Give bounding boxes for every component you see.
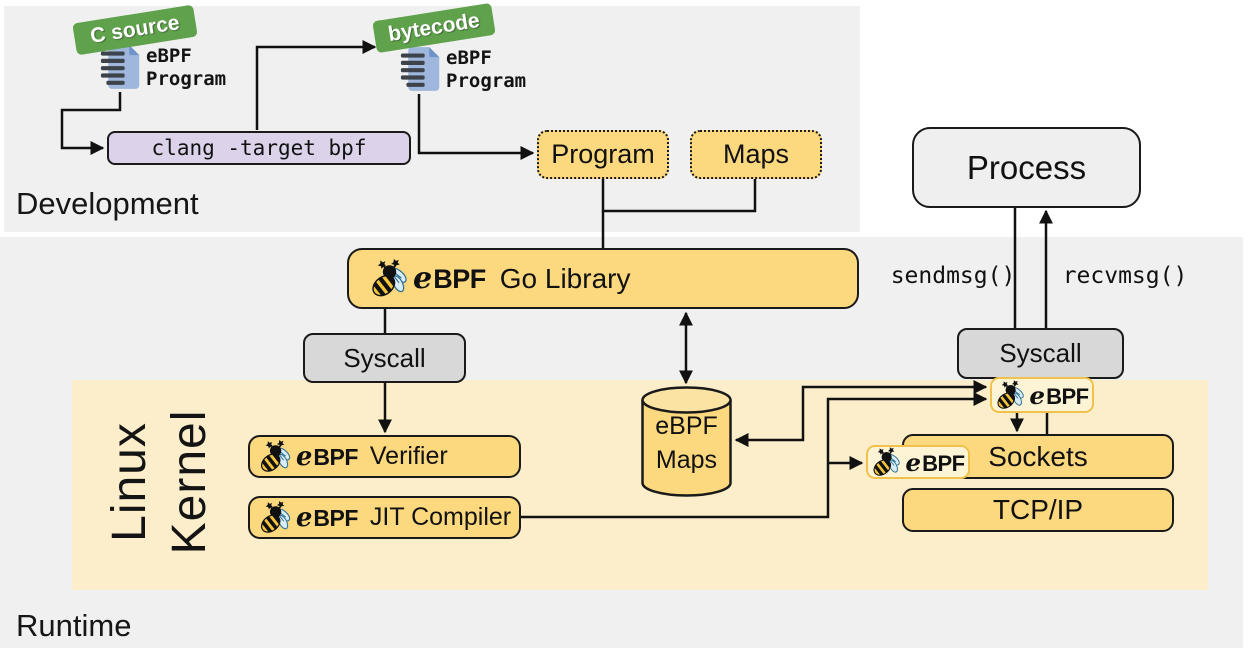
wordmark-e: e	[296, 502, 313, 533]
maps-cylinder-line1: eBPF	[655, 412, 718, 440]
ebpf-bee-icon	[871, 446, 903, 478]
maps-cylinder-line2: Maps	[655, 446, 718, 474]
arrow-jit-to-socket-hook	[521, 392, 988, 519]
recvmsg-label: recvmsg()	[1062, 263, 1188, 289]
clang-command-box: clang -target bpf	[107, 131, 411, 165]
wordmark-e: e	[1029, 380, 1046, 410]
wordmark-e: e	[413, 261, 433, 296]
bytecode-doc-line1: eBPF	[446, 47, 492, 69]
bytecode-doc-label: eBPF Program	[446, 47, 526, 93]
ebpf-bee-icon	[258, 439, 294, 474]
jit-compiler-label: JIT Compiler	[369, 503, 512, 531]
arrow-bytecode-to-program	[417, 94, 535, 160]
syscall-box-right: Syscall	[957, 328, 1124, 379]
ebpf-maps-cylinder: eBPF Maps	[640, 385, 733, 498]
development-label: Development	[16, 186, 199, 221]
syscall-box-left: Syscall	[303, 333, 466, 383]
linux-kernel-region	[72, 380, 1208, 590]
runtime-label: Runtime	[16, 608, 132, 643]
line-program-maps-merge	[601, 179, 757, 213]
ebpf-bee-icon	[369, 258, 411, 299]
document-icon	[100, 42, 142, 92]
bytecode-doc-line2: Program	[446, 70, 527, 92]
arrow-clang-to-bytecode	[255, 40, 377, 130]
document-icon	[400, 44, 442, 94]
maps-dashed-box: Maps	[690, 130, 822, 179]
wordmark-bpf: BPF	[433, 264, 486, 294]
wordmark-bpf: BPF	[313, 504, 358, 531]
arrow-source-to-clang	[60, 92, 122, 155]
tcpip-box: TCP/IP	[902, 488, 1174, 532]
source-doc-line2: Program	[146, 68, 227, 90]
wordmark-e: e	[296, 441, 313, 472]
ebpf-maps-label: eBPF Maps	[640, 409, 733, 477]
process-box: Process	[912, 127, 1141, 208]
arrow-maps-hook-bidirectional	[734, 380, 988, 447]
ebpf-bee-icon	[258, 500, 294, 535]
sendmsg-label: sendmsg()	[890, 263, 1016, 289]
wordmark-e: e	[905, 447, 922, 477]
verifier-label: Verifier	[369, 442, 448, 470]
program-dashed-box: Program	[537, 130, 669, 179]
go-library-label: Go Library	[499, 262, 631, 294]
source-doc-label: eBPF Program	[146, 45, 226, 91]
source-doc-line1: eBPF	[146, 45, 192, 67]
wordmark-bpf: BPF	[922, 450, 965, 476]
ebpf-bee-icon	[995, 379, 1027, 411]
wordmark-bpf: BPF	[313, 443, 358, 470]
wordmark-bpf: BPF	[1046, 383, 1089, 409]
